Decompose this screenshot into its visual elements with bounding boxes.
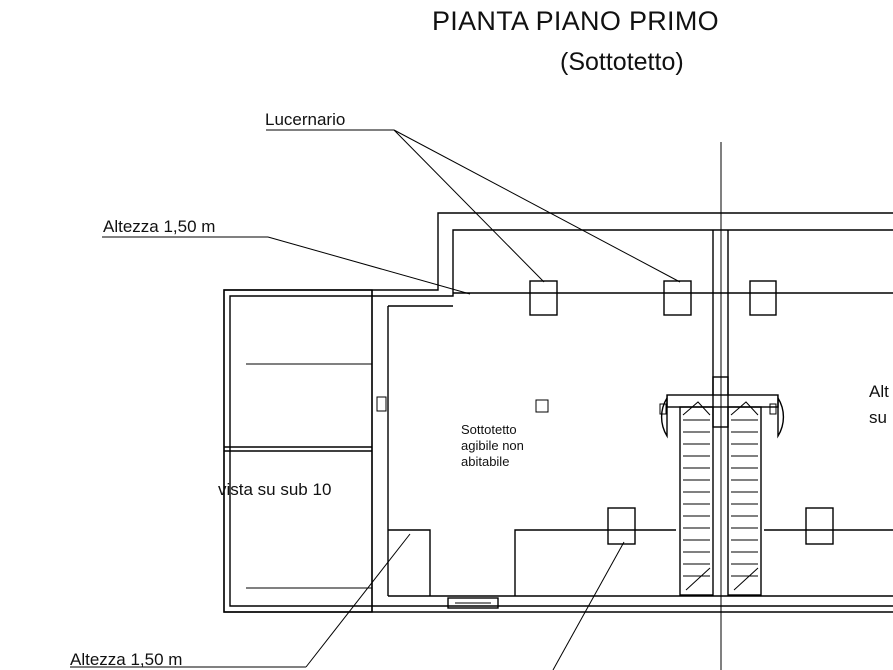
lucernario-label: Lucernario (265, 110, 346, 129)
room-label-line1: Sottotetto (461, 422, 517, 437)
altezza-top-label: Altezza 1,50 m (103, 217, 216, 236)
plan-subtitle: (Sottotetto) (560, 48, 684, 76)
leader-lines (70, 129, 681, 670)
outer-walls (223, 212, 893, 613)
vista-label: vista su sub 10 (218, 480, 332, 499)
left-room (223, 289, 373, 613)
plan-title: PIANTA PIANO PRIMO (432, 6, 719, 36)
skylights (529, 280, 834, 545)
room-label-line3: abitabile (461, 454, 510, 469)
altezza-bottom-label: Altezza 1,50 m (70, 650, 183, 669)
staircases (659, 376, 785, 596)
right-cut-label-2: su (869, 408, 887, 427)
central-room (371, 230, 893, 612)
right-cut-label-1: Alt (869, 382, 889, 401)
room-label-line2: agibile non (461, 438, 524, 453)
